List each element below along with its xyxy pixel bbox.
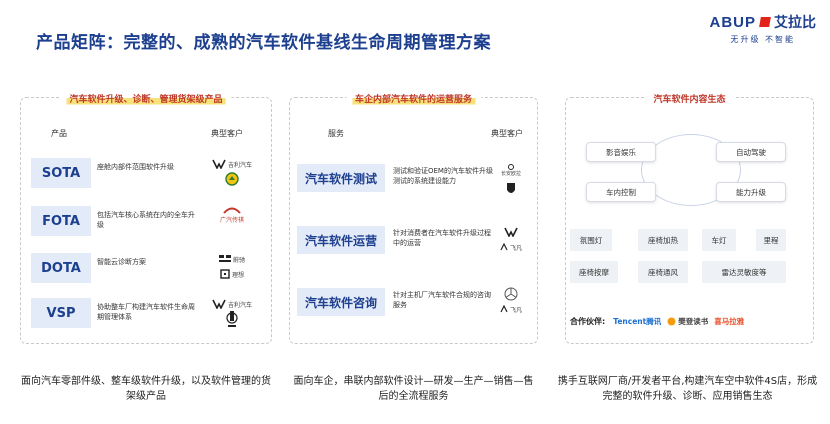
black-shield-logo-icon [506, 183, 516, 195]
panel-services: 车企内部汽车软件的运营服务 服务 典型客户 汽车软件测试 测试和验证OEM的汽车… [289, 92, 538, 344]
product-badge-sota: SOTA [31, 158, 91, 188]
customer-logos: 长安欧拉 [493, 164, 529, 195]
feature-tile: 座椅通风 [638, 261, 688, 283]
product-row-fota: FOTA 包括汽车核心系统在内的全车升级 广汽传祺 [31, 206, 261, 244]
col-header-service: 服务 [328, 129, 344, 138]
service-desc: 针对消费者在汽车软件升级过程中的运营 [393, 229, 491, 247]
col-header-customer: 典型客户 [491, 129, 523, 138]
fandeng-logo-icon: 樊登读书 [667, 316, 708, 327]
product-desc: 包括汽车核心系统在内的全车升级 [97, 211, 195, 229]
brand-logo: ABUP 艾拉比 无升级 不智能 [709, 12, 816, 45]
service-badge-operation: 汽车软件运营 [297, 226, 385, 254]
geely-logo-icon: 吉利汽车 [212, 158, 252, 170]
gac-logo-icon: 广汽传祺 [220, 206, 244, 226]
cycle-item-entertainment: 影音娱乐 [586, 142, 656, 162]
feifan-logo-icon: 飞凡 [500, 241, 522, 253]
cycle-item-capability-upgrade: 能力升级 [716, 182, 786, 202]
caption-products: 面向汽车零部件级、整车级软件升级，以及软件管理的货架级产品 [21, 376, 271, 402]
feature-tile: 车灯 [702, 229, 736, 251]
feature-tile: 座椅加热 [638, 229, 688, 251]
customer-logos: 广汽传祺 [203, 206, 261, 226]
customer-logos: 吉利汽车 [203, 298, 261, 327]
caption-services: 面向车企，串联内部软件设计—研发—生产—销售—售后的全流程服务 [293, 376, 534, 402]
cycle-item-cabin-control: 车内控制 [586, 182, 656, 202]
product-desc: 座舱内部件范围软件升级 [97, 163, 174, 171]
customer-logos: 蔚驰 理想 [203, 253, 261, 280]
feature-tile: 雷达灵敏度等 [702, 261, 786, 283]
feature-tile: 里程 [756, 229, 786, 251]
service-badge-consulting: 汽车软件咨询 [297, 288, 385, 316]
service-row-testing: 汽车软件测试 测试和验证OEM的汽车软件升级测试的系统建设能力 长安欧拉 [297, 164, 533, 204]
panel-ecosystem-title: 汽车软件内容生态 [644, 92, 735, 105]
product-badge-vsp: VSP [31, 298, 91, 328]
caption-ecosystem: 携手互联网厂商/开发者平台,构建汽车空中软件4S店，形成完整的软件升级、诊断、应… [557, 376, 818, 402]
panel-products: 汽车软件升级、诊断、管理货架级产品 产品 典型客户 SOTA 座舱内部件范围软件… [20, 92, 272, 344]
geely-logo-icon [504, 226, 518, 238]
feature-tile: 座椅按摩 [570, 261, 618, 283]
product-desc: 协助整车厂构建汽车软件生命周期管理体系 [97, 303, 195, 321]
service-desc: 针对主机厂汽车软件合规的咨询服务 [393, 291, 491, 309]
lixiang-logo-icon: 理想 [220, 268, 244, 280]
service-row-operation: 汽车软件运营 针对消费者在汽车软件升级过程中的运营 飞凡 [297, 226, 533, 266]
page-title: 产品矩阵：完整的、成熟的汽车软件基线生命周期管理方案 [36, 33, 491, 53]
feature-tile: 氛围灯 [570, 229, 612, 251]
product-badge-fota: FOTA [31, 206, 91, 236]
geely-logo-icon: 吉利汽车 [212, 298, 252, 310]
panel-products-title: 汽车软件升级、诊断、管理货架级产品 [60, 92, 232, 105]
panel-services-title: 车企内部汽车软件的运营服务 [345, 92, 482, 105]
logo-abup-text: ABUP [709, 13, 756, 31]
col-header-customer: 典型客户 [211, 129, 243, 138]
feifan-logo-icon: 飞凡 [500, 303, 522, 315]
service-desc: 测试和验证OEM的汽车软件升级测试的系统建设能力 [393, 167, 493, 185]
col-header-product: 产品 [51, 129, 67, 138]
cycle-ring [641, 134, 741, 206]
customer-logos: 吉利汽车 [203, 158, 261, 186]
product-row-sota: SOTA 座舱内部件范围软件升级 吉利汽车 [31, 158, 261, 196]
mercedes-logo-icon [504, 287, 518, 301]
ecosystem-cycle: 影音娱乐 自动驾驶 车内控制 能力升级 [586, 126, 796, 216]
customer-logos: 飞凡 [493, 287, 529, 315]
weichi-logo-icon: 蔚驰 [218, 253, 245, 265]
lotus-logo-icon [225, 172, 239, 186]
product-badge-dota: DOTA [31, 253, 91, 283]
product-row-vsp: VSP 协助整车厂构建汽车软件生命周期管理体系 吉利汽车 [31, 298, 261, 336]
logo-cn-text: 艾拉比 [774, 15, 816, 31]
partners-label: 合作伙伴: [570, 317, 606, 326]
partners-row: 合作伙伴: Tencent腾讯 樊登读书 喜马拉雅 [570, 316, 810, 327]
hongqi-logo-icon [225, 311, 239, 327]
service-row-consulting: 汽车软件咨询 针对主机厂汽车软件合规的咨询服务 飞凡 [297, 287, 533, 328]
ximalaya-logo-icon: 喜马拉雅 [714, 317, 745, 326]
logo-red-mark-icon [759, 17, 771, 27]
panel-ecosystem: 汽车软件内容生态 影音娱乐 自动驾驶 车内控制 能力升级 氛围灯 座椅加热 车灯… [565, 92, 814, 344]
cycle-item-autodrive: 自动驾驶 [716, 142, 786, 162]
product-row-dota: DOTA 智能云诊断方案 蔚驰 理想 [31, 253, 261, 291]
changan-ora-logo-icon: 长安欧拉 [501, 164, 521, 180]
logo-tagline: 无升级 不智能 [730, 35, 796, 44]
customer-logos: 飞凡 [493, 226, 529, 253]
service-badge-testing: 汽车软件测试 [297, 164, 385, 192]
product-desc: 智能云诊断方案 [97, 258, 146, 266]
tencent-logo-icon: Tencent腾讯 [613, 317, 662, 326]
